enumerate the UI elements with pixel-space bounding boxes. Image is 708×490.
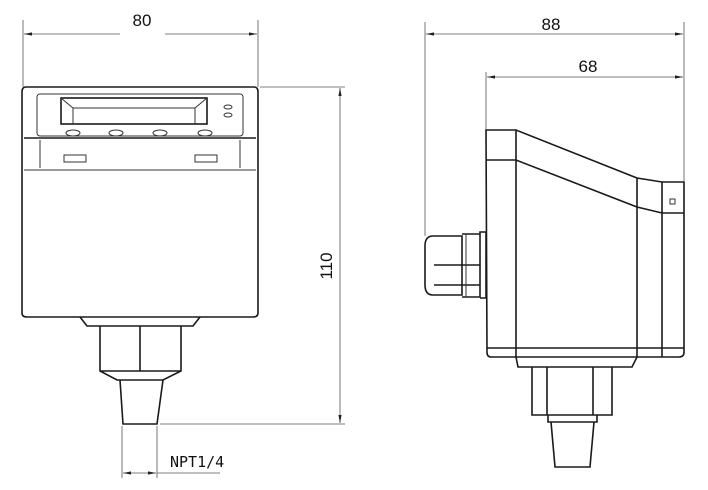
dim-label-88: 88 xyxy=(542,15,561,34)
dim-label-80: 80 xyxy=(133,11,152,30)
side-housing xyxy=(485,129,685,358)
side-process-connection xyxy=(515,356,638,468)
dim-label-110: 110 xyxy=(317,252,336,279)
dimension-body-depth: 68 xyxy=(485,57,683,130)
cable-gland xyxy=(424,231,487,299)
status-leds xyxy=(223,104,233,118)
clip-slot-right xyxy=(194,154,218,163)
dim-label-68: 68 xyxy=(579,57,598,76)
dimension-thread: NPT1/4 xyxy=(121,426,224,478)
lcd-display xyxy=(60,97,208,125)
front-view xyxy=(21,86,259,425)
dimension-width: 80 xyxy=(23,11,258,87)
indicator-window xyxy=(669,198,676,205)
side-view xyxy=(424,129,685,468)
keypad-buttons xyxy=(65,129,213,137)
front-housing xyxy=(21,86,259,318)
clip-slot-left xyxy=(63,154,87,163)
dimension-height: 110 xyxy=(160,86,345,425)
dim-label-npt: NPT1/4 xyxy=(170,453,224,471)
process-connection xyxy=(79,316,201,425)
dimension-overall-depth: 88 xyxy=(424,15,685,236)
